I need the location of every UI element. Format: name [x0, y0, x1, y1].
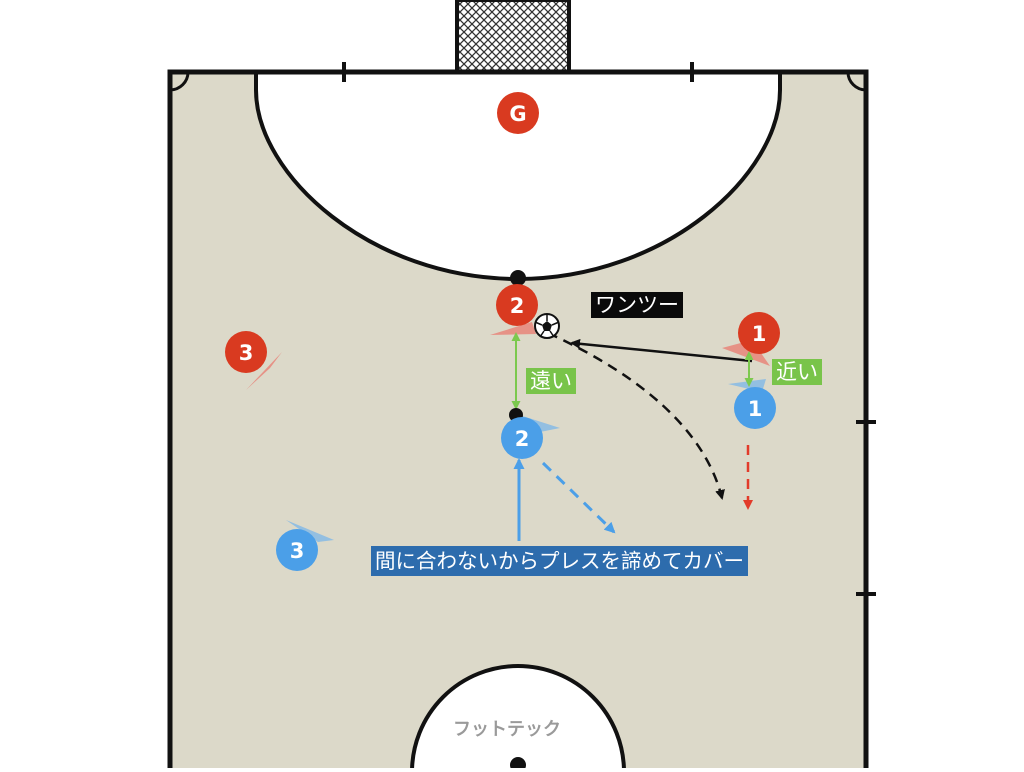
soccer-ball-icon [534, 313, 560, 339]
one-two-label: ワンツー [591, 292, 683, 318]
red-player-3-label: 3 [239, 341, 254, 365]
one-two-run-arrow [547, 331, 725, 500]
goal-net [455, 0, 571, 74]
red-2-direction [490, 322, 536, 335]
blue-player-1[interactable]: 1 [734, 387, 776, 429]
red-goalkeeper[interactable]: G [497, 92, 539, 134]
red-player-3[interactable]: 3 [225, 331, 267, 373]
blue-player-3-label: 3 [290, 539, 305, 563]
red-player-1[interactable]: 1 [738, 312, 780, 354]
far-label: 遠い [526, 368, 576, 394]
cover-note-label: 間に合わないからプレスを諦めてカバー [371, 546, 748, 576]
pass-arrow [570, 338, 753, 363]
corner-arc-left [169, 71, 190, 92]
red-player-1-label: 1 [752, 322, 767, 346]
corner-arc-right [846, 71, 867, 92]
blue-2-cover-arrow [541, 461, 616, 534]
red-goalkeeper-label: G [509, 102, 526, 126]
near-label: 近い [772, 359, 822, 385]
blue-3-direction [286, 520, 334, 542]
center-circle [409, 664, 627, 772]
blue-player-2-label: 2 [515, 427, 530, 451]
penalty-spot [510, 270, 526, 286]
red-3-direction [246, 352, 282, 390]
blue-player-1-label: 1 [748, 397, 763, 421]
red-player-2-label: 2 [510, 294, 525, 318]
blue-player-3[interactable]: 3 [276, 529, 318, 571]
red-player-2[interactable]: 2 [496, 284, 538, 326]
brand-watermark: フットテック [453, 719, 561, 740]
blue-player-2[interactable]: 2 [501, 417, 543, 459]
